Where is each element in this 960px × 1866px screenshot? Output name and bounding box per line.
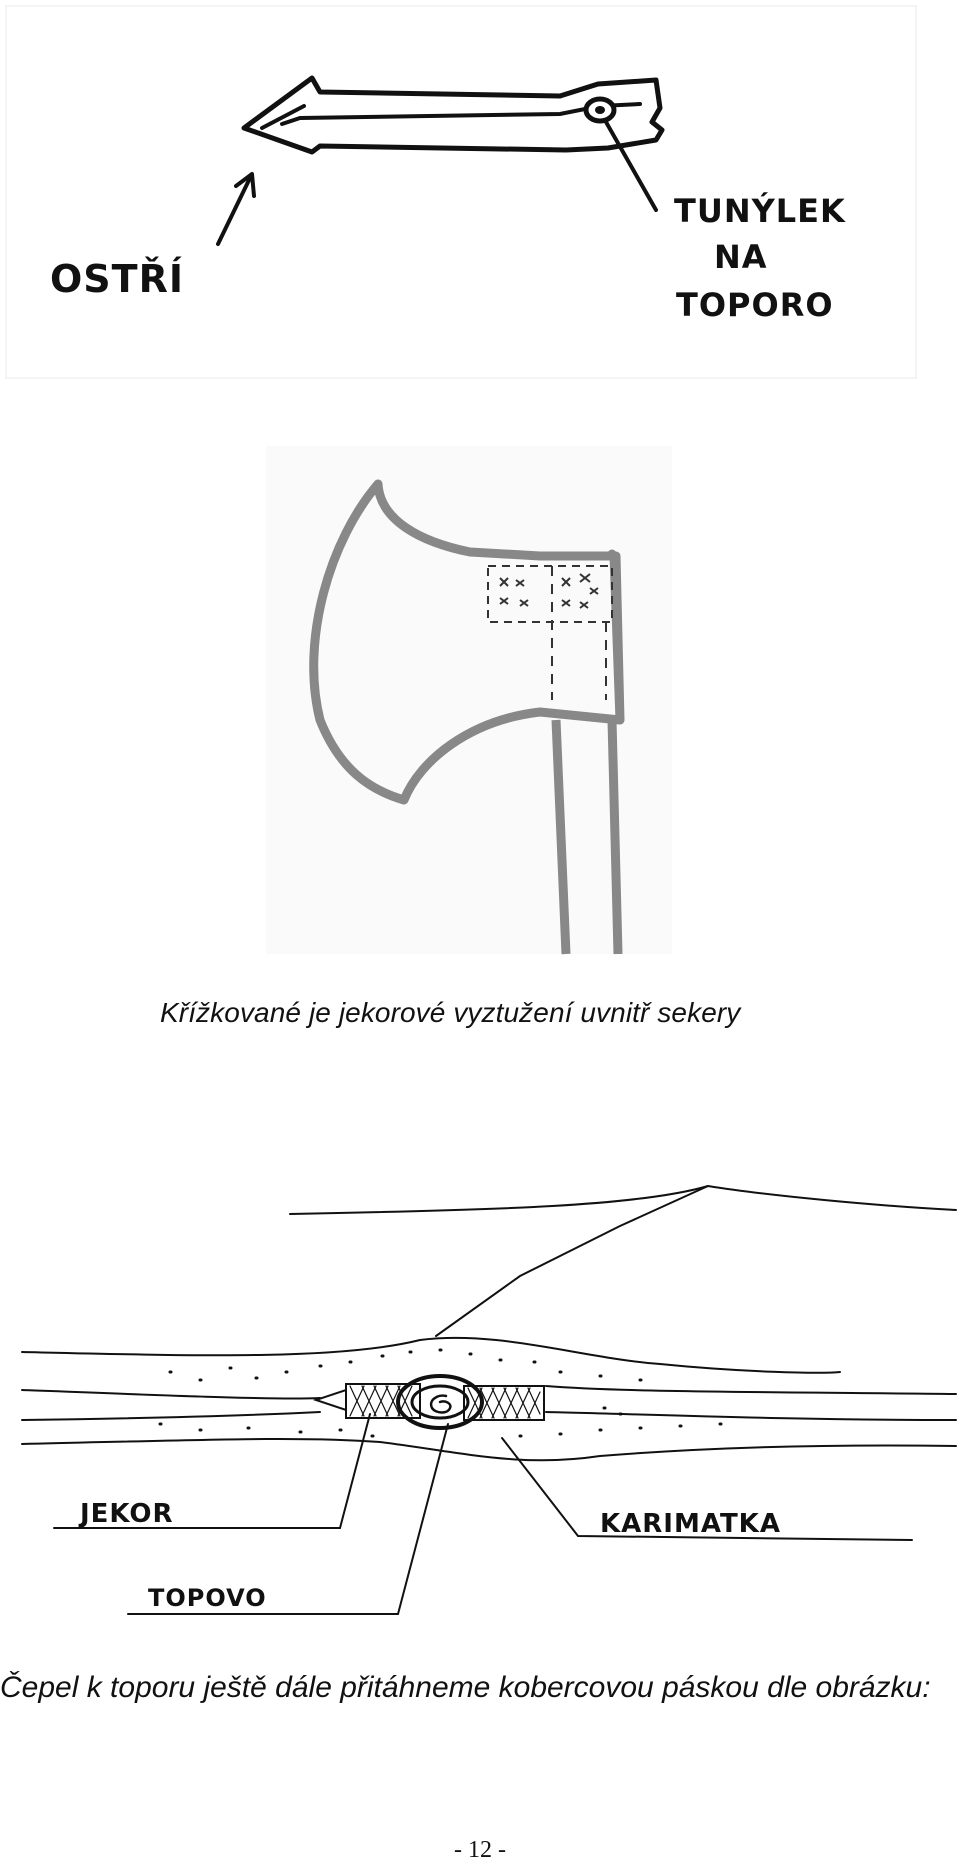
label-tube-line2: NA	[714, 238, 768, 276]
axe-shaft-right	[607, 719, 623, 955]
mat-middle-lower	[21, 1411, 321, 1421]
tube-center	[595, 106, 605, 114]
section-caption: Čepel k toporu ještě dále přitáhneme kob…	[0, 1671, 931, 1704]
reinforcement-zone-top	[487, 565, 613, 623]
label-tube-line1: TUNÝLEK	[674, 192, 846, 230]
speckles	[158, 1348, 723, 1438]
sketch-frame	[5, 5, 917, 379]
arrow-icon	[216, 172, 256, 246]
handle-section-middle	[410, 1384, 470, 1420]
pointer-topovo	[127, 1423, 449, 1615]
mat-middle-upper-right	[545, 1385, 957, 1395]
page-number: - 12 -	[454, 1837, 506, 1863]
label-topovo: TOPOVO	[148, 1584, 267, 1612]
pointer-karimatka	[501, 1437, 913, 1541]
mat-top-outline	[21, 1336, 841, 1374]
cross-hatch-marks	[499, 573, 599, 609]
tube-pointer-line	[604, 120, 658, 212]
label-jekor: JEKOR	[78, 1499, 174, 1529]
figure-cross-section	[21, 1184, 957, 1615]
handle-outline	[241, 75, 665, 155]
handle-section-outer	[396, 1374, 484, 1430]
jekor-hatching	[349, 1385, 541, 1419]
section-peak-pointer	[435, 1185, 709, 1337]
figure-axe-head	[266, 446, 672, 955]
handle-section-spiral	[429, 1394, 452, 1414]
label-blade: OSTŘÍ	[50, 257, 184, 301]
jekor-right-block	[463, 1385, 545, 1421]
pointer-jekor	[53, 1413, 371, 1529]
axe-caption: Křížkované je jekorové vyztužení uvnitř …	[160, 997, 741, 1028]
mat-middle-lower-right	[545, 1411, 957, 1421]
axe-figure-background	[266, 446, 672, 954]
label-tube-line3: TOPORO	[676, 286, 834, 324]
figure-handle-sketch: OSTŘÍ TUNÝLEK NA TOPORO	[5, 5, 917, 379]
axe-blade-outline	[309, 479, 625, 805]
mat-bottom-outline	[21, 1437, 957, 1462]
jekor-wedge	[312, 1388, 347, 1412]
mat-middle-upper	[21, 1389, 321, 1400]
section-top-line	[289, 1184, 957, 1215]
label-karimatka: KARIMATKA	[600, 1509, 781, 1539]
axe-shaft-left	[551, 719, 571, 955]
jekor-left-block	[345, 1383, 421, 1419]
handle-tip-inner	[260, 104, 306, 130]
